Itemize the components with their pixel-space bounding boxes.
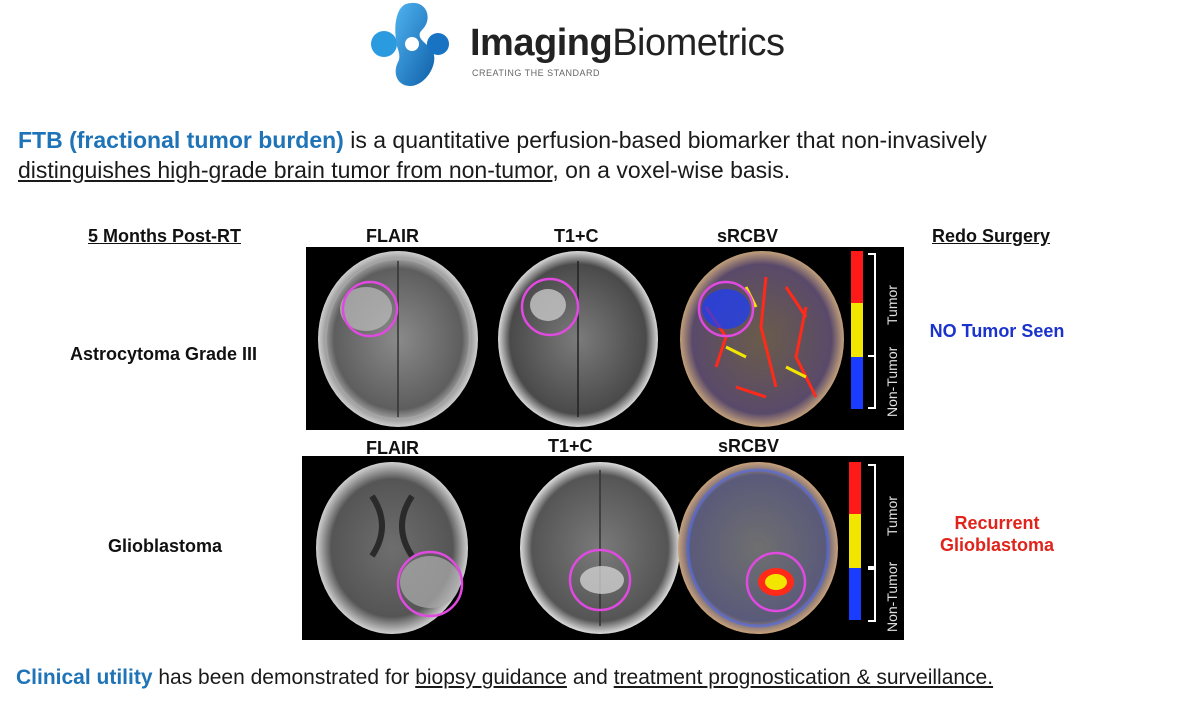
row2-outcome: Recurrent Glioblastoma (922, 512, 1072, 556)
clinical-utility-term: Clinical utility (16, 666, 153, 689)
row1-nontumor-bracket (868, 355, 876, 409)
row1-tumor-bracket (868, 253, 876, 357)
row2-mri-images (316, 462, 838, 634)
row2-label: Glioblastoma (108, 536, 223, 556)
row2-col-srcbv: sRCBV (718, 436, 780, 456)
header-timepoint: 5 Months Post-RT (88, 226, 241, 246)
row1-nontumor-label: Non-Tumor (884, 346, 900, 417)
row1-tumor-label: Tumor (884, 285, 900, 325)
row2-outcome-line2: Glioblastoma (939, 535, 1055, 555)
treatment-surveillance-link: treatment prognostication & surveillance… (613, 666, 994, 689)
company-logo: ImagingBiometrics CREATING THE STANDARD (368, 0, 788, 95)
row1-color-scale (851, 251, 863, 409)
footer-sentence: Clinical utility has been demonstrated f… (16, 666, 993, 690)
row1-flair-roi (341, 280, 399, 338)
scale-red (849, 462, 861, 514)
logo-mark-icon (371, 2, 449, 86)
row1-col-srcbv: sRCBV (717, 226, 779, 246)
row1-outcome: NO Tumor Seen (929, 321, 1065, 341)
ftb-term: FTB (fractional tumor burden) (18, 127, 344, 153)
row2-tumor-label: Tumor (884, 496, 900, 536)
row1-label: Astrocytoma Grade III (70, 344, 258, 364)
row1-mri-images (318, 251, 844, 427)
row1-image-panel: Tumor Non-Tumor (306, 247, 904, 430)
logo-brand-regular: Biometrics (612, 22, 785, 64)
row2-image-panel: Tumor Non-Tumor (302, 456, 904, 640)
row2-col-flair: FLAIR (366, 438, 419, 458)
intro-paragraph: FTB (fractional tumor burden) is a quant… (18, 125, 1188, 185)
scale-blue (851, 357, 863, 409)
row1-col-t1c: T1+C (554, 226, 599, 246)
header-redo-surgery: Redo Surgery (932, 226, 1051, 246)
row2-nontumor-label: Non-Tumor (884, 561, 900, 632)
scale-yellow (849, 514, 861, 568)
row2-outcome-line1: Recurrent (954, 513, 1040, 533)
footer-text2: and (566, 666, 614, 689)
row2-col-t1c: T1+C (548, 436, 593, 456)
scale-red (851, 251, 863, 303)
row1-col-flair: FLAIR (366, 226, 419, 246)
intro-end: , on a voxel-wise basis. (552, 157, 791, 183)
scale-blue (849, 568, 861, 620)
row2-nontumor-bracket (868, 568, 876, 622)
row2-color-scale (849, 462, 861, 620)
footer-text1: has been demonstrated for (152, 666, 416, 689)
logo-brand-bold: Imaging (470, 22, 613, 64)
logo-wordmark: ImagingBiometrics (470, 22, 785, 65)
logo-tagline: CREATING THE STANDARD (472, 68, 601, 78)
intro-underlined: distinguishes high-grade brain tumor fro… (18, 157, 553, 183)
biopsy-guidance-link: biopsy guidance (415, 666, 567, 689)
row2-tumor-bracket (868, 464, 876, 568)
scale-yellow (851, 303, 863, 357)
intro-text: is a quantitative perfusion-based biomar… (343, 127, 987, 153)
